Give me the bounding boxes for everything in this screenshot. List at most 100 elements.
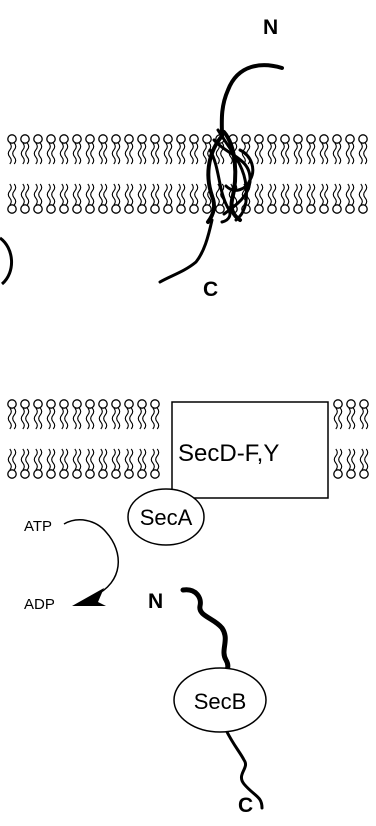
lipid-tail — [346, 407, 351, 430]
top-panel: N C — [0, 16, 368, 301]
lipid-tail — [72, 142, 77, 165]
lipid-tail — [181, 183, 186, 206]
lipid-tail — [46, 407, 51, 430]
lipid-head — [280, 134, 290, 144]
lipid-tail — [324, 142, 329, 165]
lipid-tail — [285, 142, 290, 165]
lipid-tail — [20, 183, 25, 206]
lipid-head — [7, 399, 17, 409]
lipid-tail — [338, 448, 343, 471]
lipid-head — [124, 204, 134, 214]
lipid-tail — [363, 142, 368, 165]
lipid-tail — [25, 142, 30, 165]
lipid-tail — [111, 407, 116, 430]
lipid-tail — [20, 448, 25, 471]
lipid-tail — [324, 183, 329, 206]
lipid-tail — [90, 448, 95, 471]
lipid-head — [137, 469, 147, 479]
lipid-tail — [33, 183, 38, 206]
lipid-tail — [267, 183, 272, 206]
lipid-tail — [103, 448, 108, 471]
lipid-tail — [103, 183, 108, 206]
lipid-tail — [337, 142, 342, 165]
lipid-head — [215, 204, 225, 214]
lipid-head — [293, 204, 303, 214]
lipid-head — [163, 134, 173, 144]
lipid-tail — [12, 407, 17, 430]
lipid-tail — [155, 407, 160, 430]
lipid-head — [85, 469, 95, 479]
lipid-tail — [137, 407, 142, 430]
lipid-head — [346, 399, 356, 409]
lipid-tail — [272, 183, 277, 206]
lipid-tail — [176, 142, 181, 165]
lipid-tail — [116, 407, 121, 430]
lipid-tail — [359, 448, 364, 471]
lipid-tail — [46, 183, 51, 206]
lipid-tail — [142, 183, 147, 206]
lipid-head — [20, 134, 30, 144]
lipid-tail — [259, 142, 264, 165]
lipid-tail — [129, 183, 134, 206]
lipid-tail — [85, 407, 90, 430]
lipid-head — [333, 469, 343, 479]
lipid-head — [111, 204, 121, 214]
top-protein-c-tail — [158, 218, 214, 284]
lipid-tail — [259, 183, 264, 206]
lipid-head — [59, 469, 69, 479]
lipid-tail — [116, 142, 121, 165]
secb-ellipse — [173, 667, 267, 733]
lipid-tail — [64, 448, 69, 471]
lipid-head — [345, 134, 355, 144]
lipid-tail — [64, 183, 69, 206]
lipid-tail — [358, 183, 363, 206]
lipid-tail — [220, 142, 225, 165]
lipid-head — [150, 134, 160, 144]
lipid-head — [20, 469, 30, 479]
lipid-tail — [306, 183, 311, 206]
lipid-tail — [202, 142, 207, 165]
lipid-tail — [142, 407, 147, 430]
lipid-head — [137, 204, 147, 214]
lipid-tail — [51, 407, 56, 430]
lipid-head — [46, 204, 56, 214]
lipid-tail — [285, 183, 290, 206]
lipid-tail — [168, 142, 173, 165]
lipid-head — [293, 134, 303, 144]
top-protein-helix-2 — [222, 130, 242, 222]
lipid-head — [333, 399, 343, 409]
top-protein-helix-5 — [208, 148, 232, 224]
lipid-head — [7, 134, 17, 144]
left-edge-bracket — [0, 236, 13, 286]
preprotein-c-segment — [224, 728, 264, 810]
lipid-tail — [77, 448, 82, 471]
lipid-head — [189, 204, 199, 214]
bottom-c-label: C — [238, 794, 253, 817]
lipid-tail — [333, 448, 338, 471]
lipid-tail — [124, 183, 129, 206]
lipid-head — [20, 204, 30, 214]
lipid-head — [85, 399, 95, 409]
lipid-tail — [346, 448, 351, 471]
lipid-tail — [85, 448, 90, 471]
lipid-tail — [12, 448, 17, 471]
lipid-tail — [129, 407, 134, 430]
lipid-head — [72, 134, 82, 144]
lipid-tail — [59, 142, 64, 165]
lipid-tail — [350, 142, 355, 165]
lipid-tail — [38, 448, 43, 471]
lipid-tail — [20, 407, 25, 430]
lipid-head — [332, 134, 342, 144]
lipid-tail — [59, 448, 64, 471]
lipid-head — [59, 204, 69, 214]
lipid-head — [254, 134, 264, 144]
lipid-tail — [90, 407, 95, 430]
lipid-tail — [51, 448, 56, 471]
lipid-head — [124, 134, 134, 144]
top-c-label: C — [203, 278, 218, 301]
lipid-tail — [351, 448, 356, 471]
lipid-tail — [77, 183, 82, 206]
atp-label: ATP — [24, 518, 52, 535]
lipid-tail — [350, 183, 355, 206]
